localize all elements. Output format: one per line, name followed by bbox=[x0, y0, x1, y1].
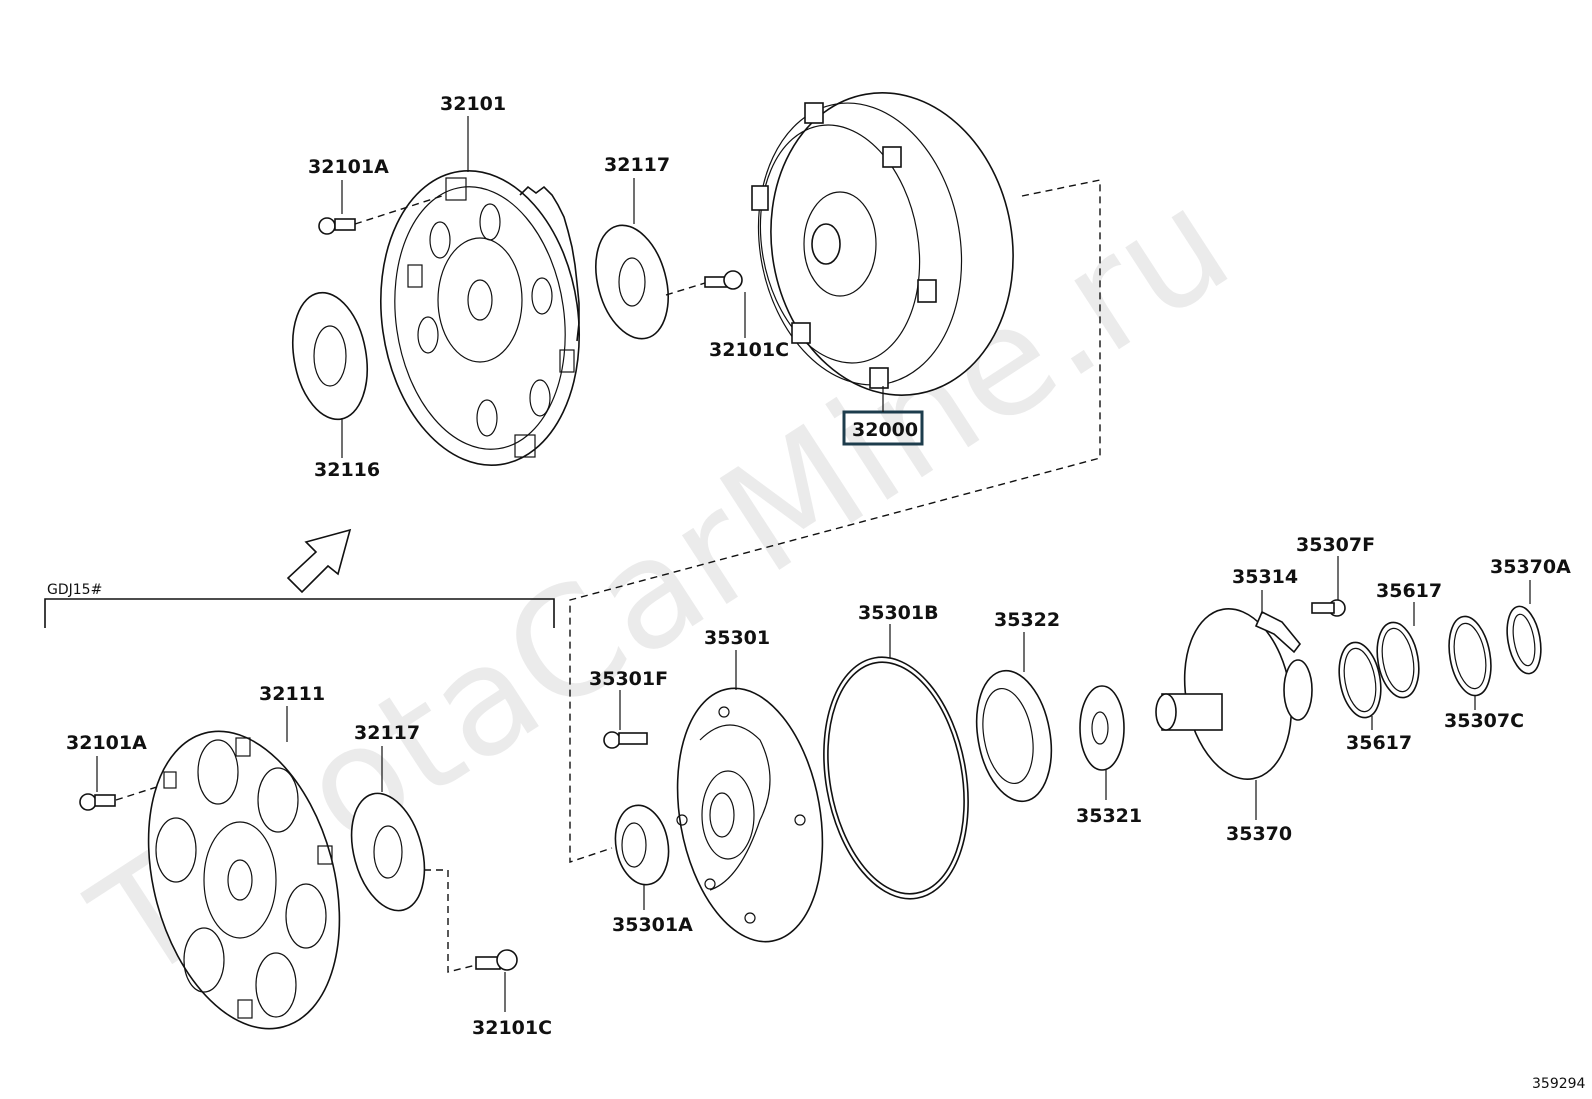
seal-ring-35617-bottom[interactable] bbox=[1334, 639, 1387, 721]
seal-ring-35617-top[interactable] bbox=[1372, 619, 1425, 701]
spacer-32117-top[interactable] bbox=[584, 217, 680, 347]
bolt-dashed-path-bottom bbox=[424, 869, 477, 973]
label-32101[interactable]: 32101 bbox=[440, 93, 506, 115]
label-35322[interactable]: 35322 bbox=[994, 609, 1060, 631]
label-32117-top[interactable]: 32117 bbox=[604, 154, 670, 176]
label-35321[interactable]: 35321 bbox=[1076, 805, 1142, 827]
figure-number: 359294 bbox=[1532, 1076, 1586, 1092]
driven-gear-35322[interactable] bbox=[967, 665, 1061, 807]
label-32101C-top[interactable]: 32101C bbox=[709, 339, 789, 361]
label-32117-bottom[interactable]: 32117 bbox=[354, 722, 420, 744]
variant-label: GDJ15# bbox=[47, 582, 102, 598]
label-32000[interactable]: 32000 bbox=[852, 419, 918, 441]
label-35301A[interactable]: 35301A bbox=[612, 914, 693, 936]
label-35370[interactable]: 35370 bbox=[1226, 823, 1292, 845]
direction-arrow-icon bbox=[286, 528, 352, 594]
label-35301[interactable]: 35301 bbox=[704, 627, 770, 649]
oil-seal-35301A[interactable] bbox=[609, 801, 674, 889]
drive-plate-32101[interactable] bbox=[362, 158, 597, 478]
label-35617-bottom[interactable]: 35617 bbox=[1346, 732, 1412, 754]
label-35314[interactable]: 35314 bbox=[1232, 566, 1298, 588]
variant-bracket bbox=[44, 598, 555, 628]
drive-plate-32111[interactable] bbox=[118, 710, 371, 1050]
label-32101A-bottom[interactable]: 32101A bbox=[66, 732, 147, 754]
label-35301B[interactable]: 35301B bbox=[858, 602, 939, 624]
spacer-32117-bottom[interactable] bbox=[340, 785, 437, 919]
oil-pump-body-35301[interactable] bbox=[659, 677, 841, 953]
label-32101A-top[interactable]: 32101A bbox=[308, 156, 389, 178]
label-35301F[interactable]: 35301F bbox=[589, 668, 668, 690]
washer-35307C[interactable] bbox=[1443, 613, 1496, 699]
label-35307F[interactable]: 35307F bbox=[1296, 534, 1375, 556]
label-32116[interactable]: 32116 bbox=[314, 459, 380, 481]
label-35617-top[interactable]: 35617 bbox=[1376, 580, 1442, 602]
leader-lines bbox=[96, 116, 1531, 1012]
label-35370A[interactable]: 35370A bbox=[1490, 556, 1571, 578]
assembly-dashed-path bbox=[569, 179, 1101, 863]
o-ring-35301B[interactable] bbox=[806, 646, 986, 911]
bolt-32101C-bottom[interactable] bbox=[475, 949, 518, 971]
bolt-32101A-top[interactable] bbox=[318, 195, 443, 235]
bearing-35370A[interactable] bbox=[1502, 604, 1545, 677]
label-32101C-bottom[interactable]: 32101C bbox=[472, 1017, 552, 1039]
bolt-35301F[interactable] bbox=[603, 731, 648, 749]
bolt-32101C-top[interactable] bbox=[665, 270, 743, 296]
gasket-35314[interactable] bbox=[1254, 610, 1302, 654]
bolt-32101A-bottom[interactable] bbox=[79, 785, 161, 811]
torque-converter-32000[interactable] bbox=[737, 73, 1037, 414]
label-35307C[interactable]: 35307C bbox=[1444, 710, 1524, 732]
bolt-35307F[interactable] bbox=[1311, 599, 1346, 617]
drive-gear-35321[interactable] bbox=[1079, 685, 1125, 771]
spacer-32116[interactable] bbox=[283, 287, 376, 426]
stator-shaft-35370[interactable] bbox=[1155, 600, 1313, 787]
label-32111[interactable]: 32111 bbox=[259, 683, 325, 705]
